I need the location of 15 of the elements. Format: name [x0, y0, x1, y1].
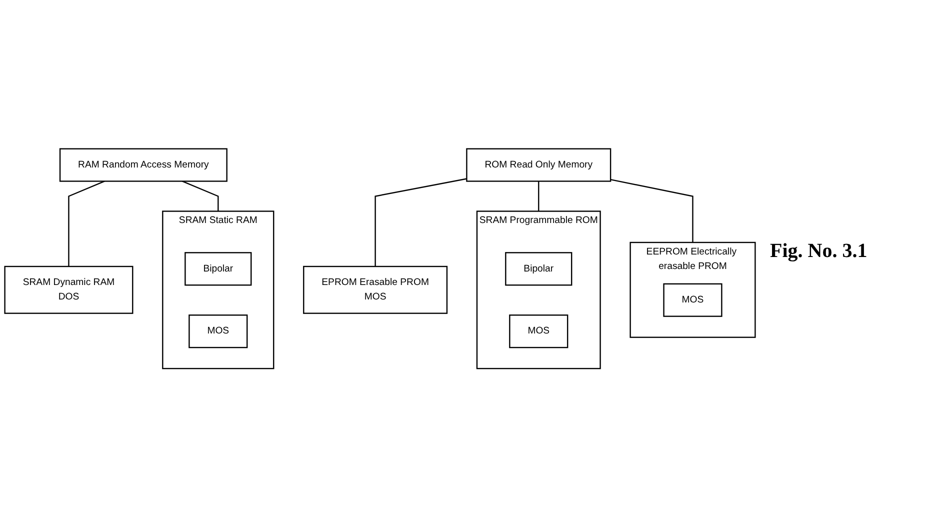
node-box: RAM Random Access Memory	[59, 148, 228, 182]
node-box: MOS	[509, 314, 568, 348]
node-box: ROM Read Only Memory	[466, 148, 612, 182]
node-box: EPROM Erasable PROM MOS	[303, 266, 448, 314]
connector	[68, 180, 105, 266]
node-box: Bipolar	[184, 252, 252, 286]
connector	[374, 178, 467, 266]
node-box: MOS	[188, 314, 248, 348]
connector	[182, 180, 219, 212]
connector	[610, 178, 694, 242]
node-box: SRAM Dynamic RAM DOS	[4, 266, 134, 314]
node-box: MOS	[663, 283, 722, 317]
figure-caption: Fig. No. 3.1	[770, 240, 868, 263]
connector	[538, 181, 540, 212]
node-box: Bipolar	[505, 252, 572, 286]
